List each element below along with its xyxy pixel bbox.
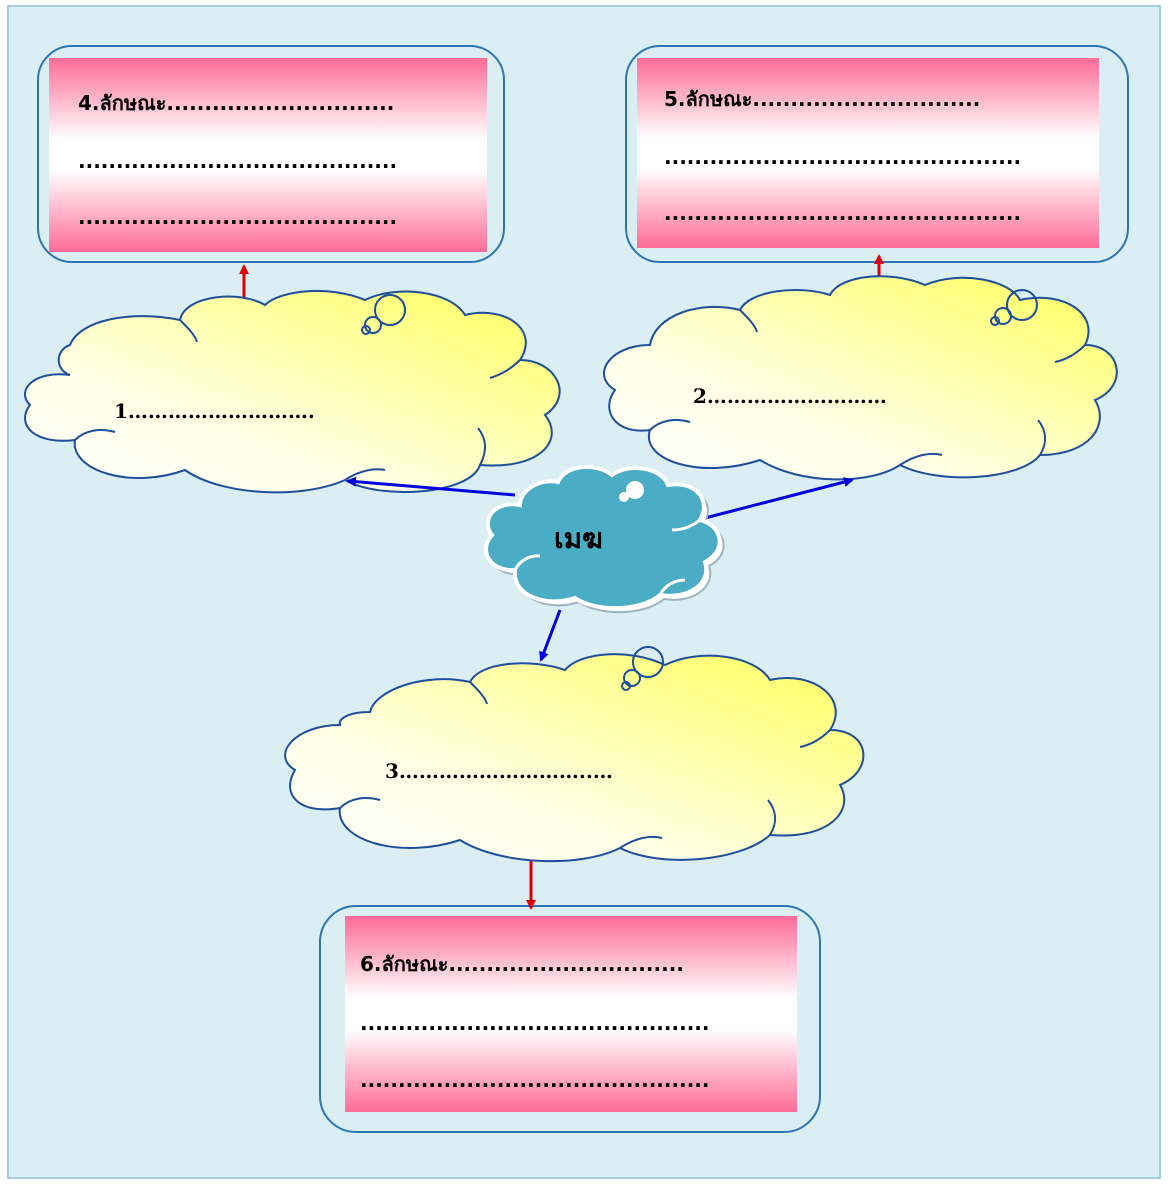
center-label: เมฆ — [554, 522, 603, 555]
cloud-1: 1………………………. — [24, 290, 561, 494]
cloud-3-label: 3………………………..… — [385, 759, 613, 783]
center-cloud: เมฆ — [484, 464, 725, 614]
cloud-2-label: 2……………………… — [693, 384, 887, 408]
box-4-line-2: ........................................… — [78, 149, 397, 173]
box-5: 5.ลักษณะ.............................. .… — [625, 45, 1129, 263]
box-6-line-2: ........................................… — [360, 1011, 710, 1035]
box-6: 6.ลักษณะ............................... … — [319, 905, 821, 1133]
box-4-line-3: ........................................… — [78, 205, 397, 229]
arrow-center-to-cloud1 — [346, 476, 516, 497]
arrow-center-to-cloud3 — [539, 609, 562, 662]
cloud-3: 3………………………..… — [284, 646, 865, 863]
box-4-line-1: 4.ลักษณะ.............................. — [78, 91, 394, 115]
box-4: 4.ลักษณะ.............................. .… — [37, 45, 505, 263]
box-6-line-1: 6.ลักษณะ............................... — [360, 952, 684, 976]
arrow-center-to-cloud2 — [704, 477, 854, 520]
box-5-line-1: 5.ลักษณะ.............................. — [664, 87, 980, 111]
cloud-2: 2……………………… — [603, 275, 1118, 481]
box-6-line-3: ........................................… — [360, 1068, 710, 1092]
box-5-line-3: ........................................… — [664, 201, 1021, 225]
box-5-line-2: ........................................… — [664, 145, 1021, 169]
cloud-1-label: 1………………………. — [114, 399, 315, 423]
